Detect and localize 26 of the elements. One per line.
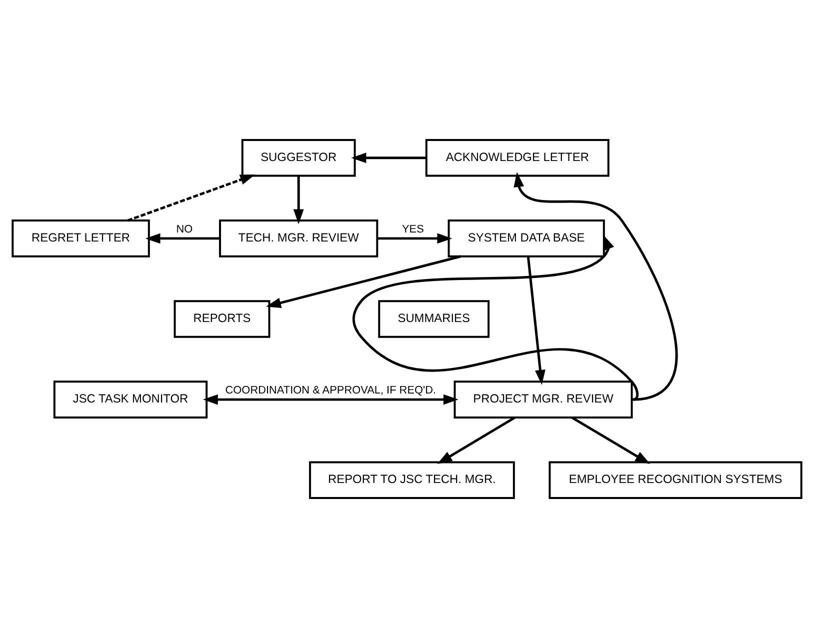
arrow xyxy=(377,233,452,244)
edge-label: YES xyxy=(402,223,424,236)
node-box: SUGGESTOR xyxy=(241,138,356,177)
arrow xyxy=(202,394,458,405)
node-box: SYSTEM DATA BASE xyxy=(448,220,605,258)
node-box: REPORT TO JSC TECH. MGR. xyxy=(309,461,515,500)
node-box: ACKNOWLEDGE LETTER xyxy=(425,138,610,177)
arrow xyxy=(266,255,461,308)
arrow xyxy=(437,416,516,464)
node-box: SUMMARIES xyxy=(378,300,490,338)
arrow xyxy=(351,152,426,164)
edge-label: COORDINATION & APPROVAL, IF REQ'D. xyxy=(225,384,436,396)
node-box: JSC TASK MONITOR xyxy=(53,380,208,418)
arrow xyxy=(145,233,220,244)
node-box: PROJECT MGR. REVIEW xyxy=(454,380,633,418)
node-box: TECH. MGR. REVIEW xyxy=(219,220,378,258)
arrow xyxy=(127,174,256,222)
arrow xyxy=(514,172,678,401)
arrow xyxy=(526,256,546,385)
node-box: EMPLOYEE RECOGNITION SYSTEMS xyxy=(548,461,802,500)
node-box: REGRET LETTER xyxy=(12,220,150,258)
node-box: REPORTS xyxy=(174,300,270,338)
arrow xyxy=(352,234,638,401)
arrow xyxy=(293,176,304,224)
arrow xyxy=(571,416,650,464)
edge-label: NO xyxy=(176,223,193,236)
